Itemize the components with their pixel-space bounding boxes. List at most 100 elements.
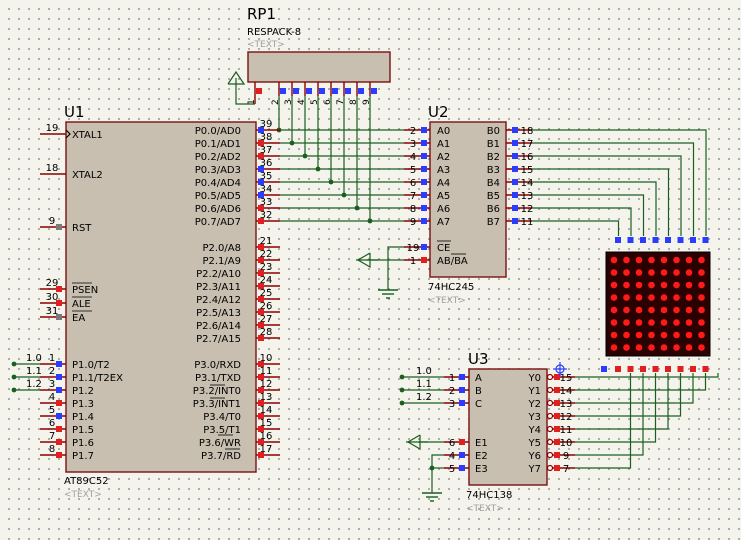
matrix-column-pin [627,237,634,243]
column-drive-wire [532,142,695,236]
inverter-bubble [546,451,554,459]
rp1-power-terminal [227,70,255,105]
rp1-pin-marker [358,88,364,94]
junction-dot [399,374,405,380]
u2-pin-marker [512,153,518,159]
rp1-pin-marker [280,88,286,94]
led [623,294,630,301]
u2-pin-marker [421,205,427,211]
led [698,319,705,326]
u1-pin-name: PSEN [72,285,98,296]
u3-text-tag: <TEXT> [466,504,504,514]
u1-pin-number: 5 [49,405,55,416]
u1-pin-number: 26 [260,301,273,312]
u3-pin-name: B [475,386,482,397]
u2-pin-name: CE [437,243,450,254]
u3-pin-number: 14 [560,386,573,397]
led-matrix-8x8[interactable] [601,237,711,372]
u1-pin-number: 24 [260,275,273,286]
rp1-pin-marker [306,88,312,94]
led [660,344,668,351]
u1-pin-marker [258,452,264,458]
led [623,306,630,314]
u1-pin-marker [258,322,264,328]
u1-pin-marker [56,413,62,419]
led [610,306,618,314]
junction-dot [429,465,435,471]
u1-pin-marker [56,426,62,432]
u1-pin-name: P1.0/T2 [72,360,110,371]
u3-pin-name: Y3 [528,412,541,423]
u3-pin-marker [554,426,560,432]
power-arrow-icon [227,70,246,85]
inverter-bubble [546,464,554,472]
rp1-pin-number: 4 [297,99,307,105]
u1-right-pins: 39P0.0/AD038P0.1/AD137P0.2/AD236P0.3/AD3… [193,119,280,462]
u3-pin-number: 4 [449,451,455,462]
u2-pin-marker [512,179,518,185]
u1-pin-marker [56,452,62,458]
led [648,281,655,289]
rp1-pin-marker [256,88,262,94]
rp1-part: RESPACK-8 [247,27,301,38]
column-drive-wire [532,207,632,236]
led [648,294,655,301]
u2-part: 74HC245 [428,282,474,293]
u3-body [468,368,548,486]
led [623,281,630,289]
u2-pin-name: A1 [437,139,450,150]
u2-pin-marker [421,127,427,133]
junction-dot [367,218,373,224]
u1-pin-name: P1.6 [72,438,94,449]
u1-pin-number: 8 [49,444,55,455]
u1-pin-number: 39 [260,119,273,130]
u1-part: AT89C52 [64,476,109,487]
led [610,269,618,276]
u1-pin-name: P0.7/AD7 [195,217,241,228]
u2-pin-number: 1 [410,256,416,267]
u1-pin-marker [258,296,264,302]
row-drive-wire [575,373,707,391]
u3-pin-marker [554,439,560,445]
led [610,344,618,351]
led [673,256,680,264]
led [623,331,630,339]
u2-pin-number: 11 [521,217,534,228]
u1-pin-marker [258,166,264,172]
u1-pin-number: 12 [260,379,273,390]
led [660,331,668,339]
u1-pin-number: 18 [46,163,59,174]
u1-pin-number: 1 [49,353,55,364]
u1-pin-name: P0.4/AD4 [195,178,241,189]
u1-pin-name: P1.7 [72,451,94,462]
column-drive-wire [532,194,645,236]
u1-pin-number: 29 [46,278,59,289]
crosshair-cursor-icon [553,362,567,376]
u1-pin-name: P2.1/A9 [202,256,241,267]
rp1-pin-number: 7 [336,99,346,105]
led [660,281,668,289]
u1-pin-marker [258,218,264,224]
u2-pin-marker [421,192,427,198]
u2-pin-number: 16 [521,152,534,163]
row-drive-wire [575,373,669,430]
u1-pin-number: 11 [260,366,273,377]
matrix-column-pin [677,237,684,243]
led [635,344,643,351]
u1-pin-marker [258,426,264,432]
matrix-row-pin [627,366,634,372]
junction-dot [328,179,334,185]
u3-pin-marker [554,400,560,406]
u1-microcontroller[interactable]: U1 AT89C52 <TEXT> 19XTAL118XTAL29RST29PS… [40,103,280,500]
u1-left-pins: 19XTAL118XTAL29RST29PSEN30ALE31EA1P1.0/T… [40,123,123,462]
u3-pin-marker [554,413,560,419]
u1-pin-name: P0.6/AD6 [195,204,241,215]
matrix-row-pin [677,366,684,372]
u2-pin-marker [421,257,427,263]
inverter-bubble [546,412,554,420]
